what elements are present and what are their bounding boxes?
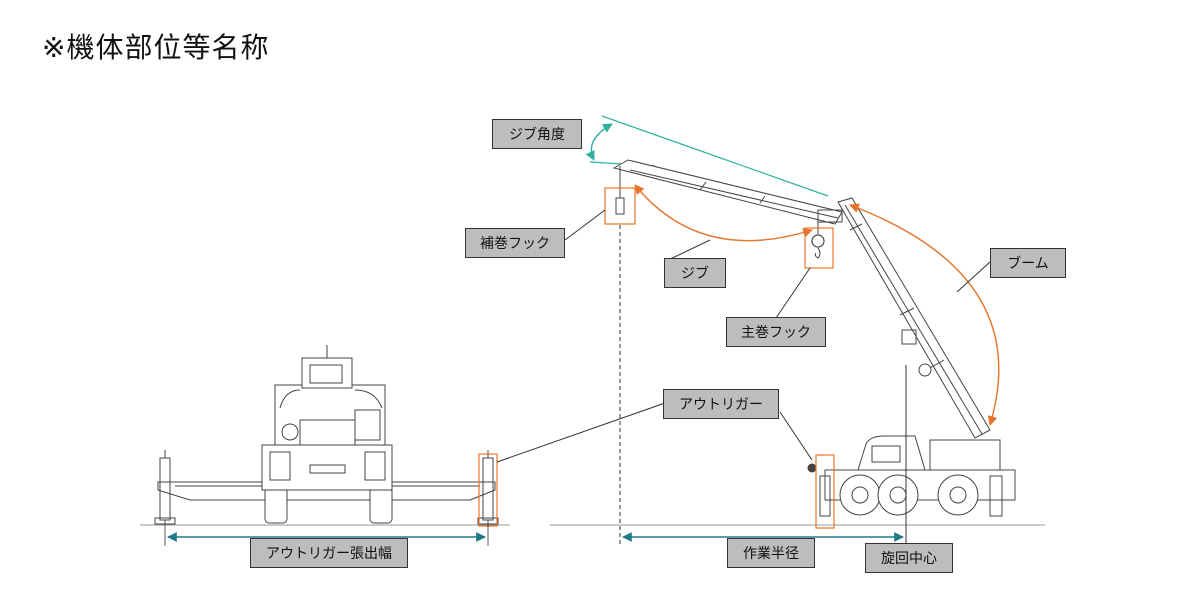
label-outrigger-width: アウトリガー張出幅 [250,538,408,568]
carrier-side-view [807,435,1016,517]
jib [612,159,843,225]
jib-angle-reference-line [601,115,829,197]
boom [837,197,991,439]
front-view-crane [140,345,510,526]
label-working-radius: 作業半径 [727,538,815,568]
main-hook-highlight [804,227,834,269]
page-title: ※機体部位等名称 [42,31,270,64]
label-outrigger: アウトリガー [663,389,779,419]
label-main-hook: 主巻フック [726,317,826,347]
jib-angle-arc [585,123,613,161]
jib-arc [634,184,813,242]
label-aux-hook: 補巻フック [465,228,565,258]
boom-arc [849,203,1000,426]
label-boom: ブーム [990,248,1066,278]
label-jib: ジブ [664,258,726,288]
label-swing-center: 旋回中心 [865,543,953,573]
label-jib-angle: ジブ角度 [492,119,582,149]
outrigger-highlight-side [815,454,835,529]
